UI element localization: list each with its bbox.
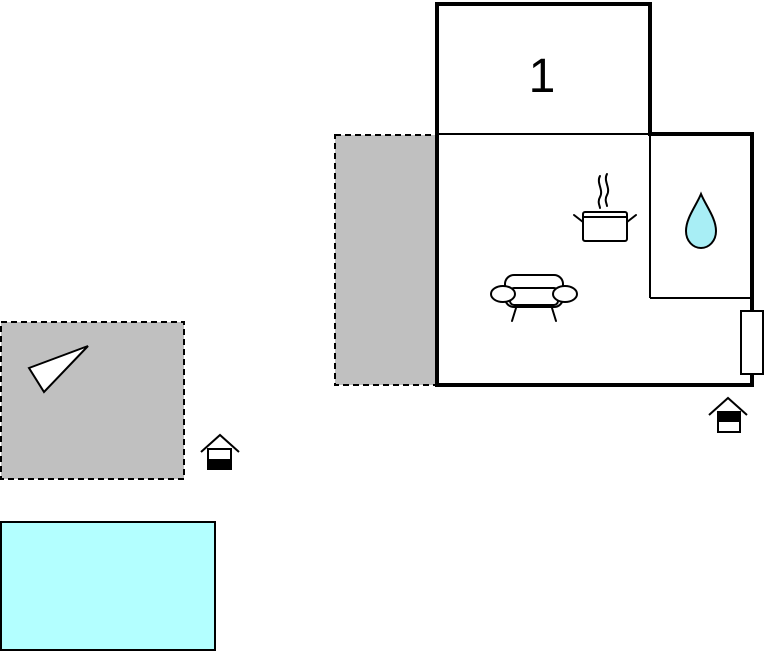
house-outline — [435, 2, 754, 387]
water-drop-icon — [684, 191, 718, 250]
room-label-bedroom: 1 — [529, 50, 556, 103]
terrace-garden — [0, 321, 185, 480]
sun-lounger-icon — [27, 345, 89, 394]
pool — [0, 521, 216, 651]
sofa-icon — [490, 274, 578, 322]
terrace-house — [334, 134, 438, 386]
cooking-pot-icon — [573, 173, 637, 242]
entrance-icon — [200, 433, 240, 470]
door — [740, 310, 764, 375]
entrance-icon — [708, 396, 748, 433]
